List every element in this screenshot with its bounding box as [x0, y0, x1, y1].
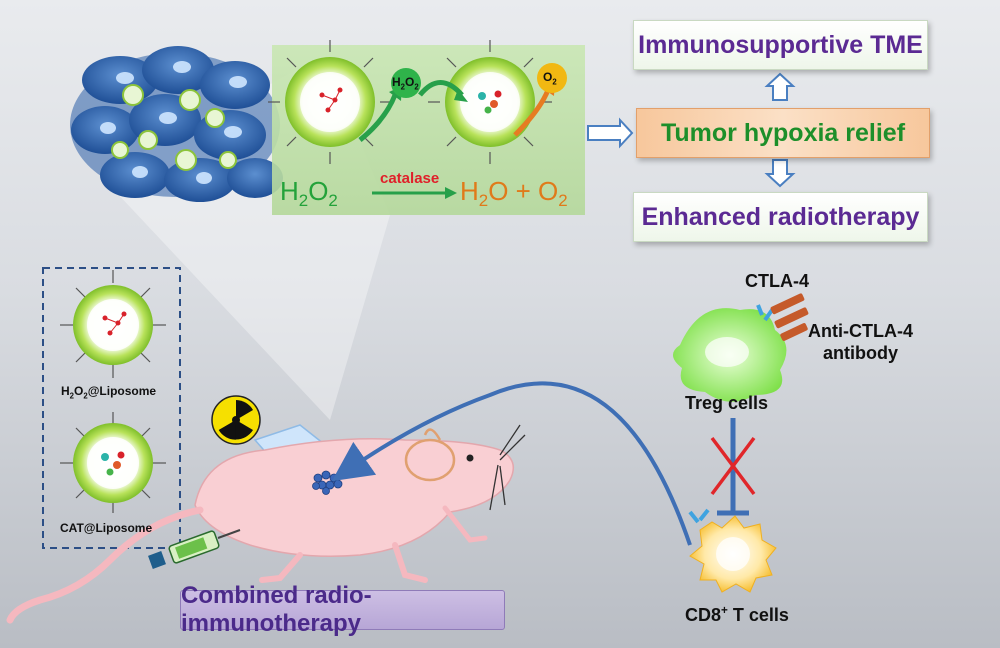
o2-bubble [537, 63, 567, 93]
cd8-t-cells-label: CD8+ T cells [685, 604, 789, 625]
treg-cell [672, 308, 787, 402]
tumor-tissue [70, 46, 283, 202]
cat-liposome-panel [428, 40, 552, 164]
hollow-arrows [587, 72, 796, 188]
immunosupportive-tme-box: Immunosupportive TME [633, 20, 928, 70]
equation-left: H2O2 [280, 176, 338, 211]
h2o2-bubble [391, 68, 421, 98]
syringe-icon [148, 529, 241, 569]
combined-therapy-banner: Combined radio-immunotherapy [180, 582, 505, 637]
anti-ctla4-antibody [770, 293, 809, 341]
oxygen-release-arrow [513, 89, 551, 137]
equation-right: H2O + O2 [460, 176, 568, 211]
radiation-icon [211, 395, 261, 445]
anti-ctla4-antibody-label: Anti-CTLA-4 antibody [808, 321, 913, 363]
h2o2-bubble-label: H2O2 [392, 75, 419, 92]
ctla4-receptor [756, 304, 774, 322]
cd8-receptor [688, 508, 710, 524]
t-cell-infiltration-arrow [331, 381, 692, 546]
cat-liposome-label: CAT@Liposome [60, 521, 153, 535]
cd8-t-cell [689, 515, 777, 593]
treg-cells-label: Treg cells [685, 393, 769, 413]
o2-bubble-label: O2 [543, 70, 557, 87]
h2o2-liposome-icon [60, 270, 166, 378]
tumor-hypoxia-relief-box: Tumor hypoxia relief [636, 108, 930, 158]
h2o2-liposome-panel [268, 40, 392, 164]
enhanced-radiotherapy-box: Enhanced radiotherapy [633, 192, 928, 242]
mouse-illustration [6, 424, 526, 624]
uptake-arrow [358, 94, 398, 142]
liposome-legend-box [42, 267, 181, 549]
blocked-cross-icon [710, 436, 756, 496]
cat-liposome-icon [60, 412, 166, 513]
catalase-label: catalase [380, 170, 440, 187]
ctla4-label: CTLA-4 [745, 271, 809, 291]
h2o2-liposome-label: H2O2@Liposome [61, 384, 157, 401]
